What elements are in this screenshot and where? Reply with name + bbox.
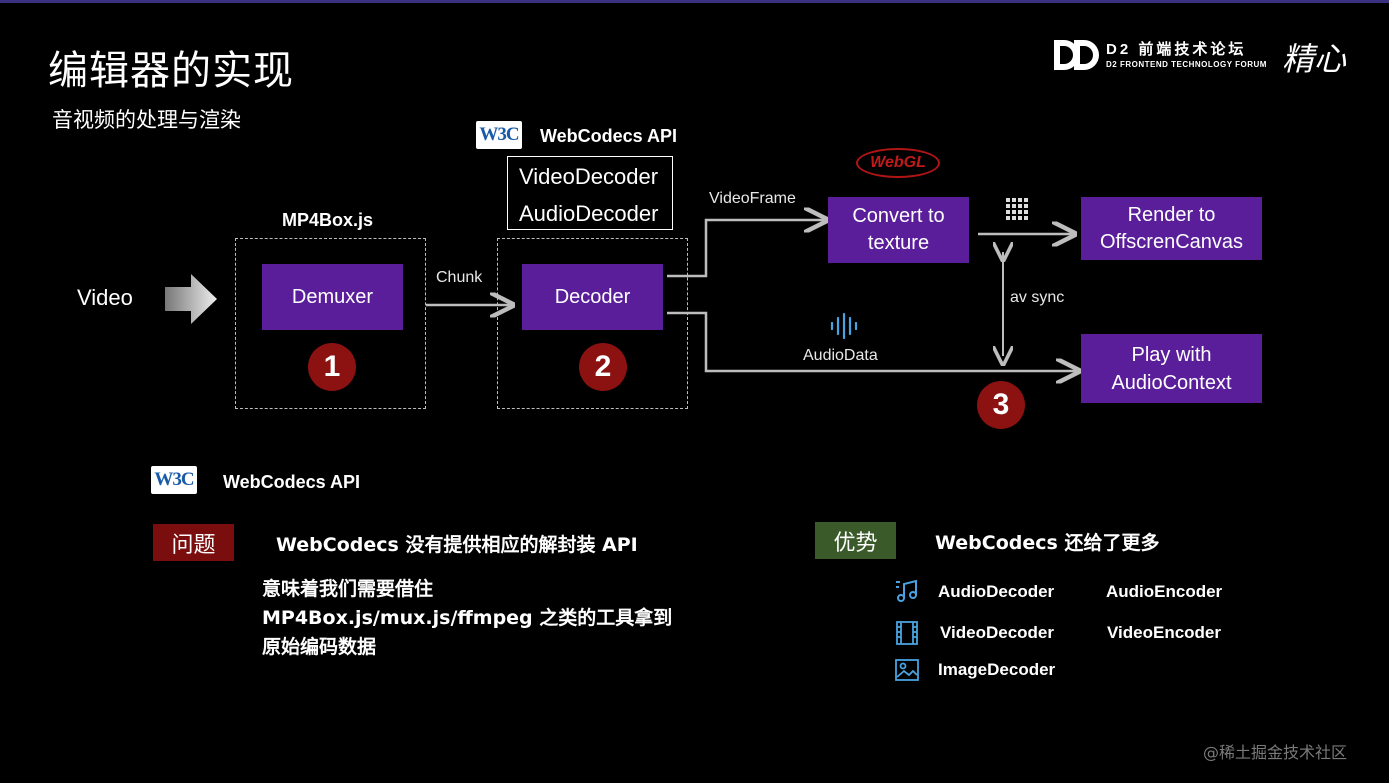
image-icon (895, 659, 919, 681)
step-2-badge: 2 (579, 343, 627, 391)
webcodecs-bottom-label: WebCodecs API (223, 472, 361, 492)
video-input-label: Video (77, 285, 133, 310)
d2-logo (1052, 38, 1100, 76)
pixel-grid-icon (1006, 198, 1028, 220)
convert-line-1: Convert to (852, 205, 945, 227)
problem-title: WebCodecs 没有提供相应的解封装 API (276, 534, 638, 556)
audio-decoder-label: AudioDecoder (519, 201, 659, 226)
videoframe-label: VideoFrame (709, 190, 796, 207)
feature-audio-decoder: AudioDecoder (938, 582, 1055, 601)
webgl-logo: WebGL (856, 148, 940, 178)
d2-logo-icon (1054, 40, 1099, 70)
feature-image-decoder: ImageDecoder (938, 660, 1056, 679)
brand-title: D2 前端技术论坛 (1106, 41, 1247, 58)
arrow-right-icon (165, 274, 217, 324)
step-1-badge: 1 (308, 343, 356, 391)
feature-audio-encoder: AudioEncoder (1106, 582, 1223, 601)
play-audiocontext-box: Play with AudioContext (1081, 334, 1262, 403)
chunk-label: Chunk (436, 269, 483, 286)
render-line-1: Render to (1127, 203, 1216, 226)
audiodata-arrow (667, 311, 1076, 371)
film-icon (896, 621, 918, 645)
advantage-tag: 优势 (815, 522, 896, 559)
mp4box-label: MP4Box.js (282, 210, 374, 230)
render-offscreen-box: Render to OffscrenCanvas (1081, 197, 1262, 260)
decoder-group (497, 238, 688, 409)
webcodecs-top-label: WebCodecs API (540, 126, 678, 146)
watermark: @稀土掘金技术社区 (1203, 743, 1348, 762)
play-line-2: AudioContext (1111, 371, 1232, 394)
convert-line-2: texture (867, 232, 930, 254)
w3c-logo-bottom: W3C (151, 466, 197, 494)
video-decoder-label: VideoDecoder (519, 164, 659, 189)
page-title: 编辑器的实现 (48, 48, 294, 94)
demuxer-box: Demuxer (262, 264, 403, 330)
problem-tag: 问题 (153, 524, 234, 561)
render-line-2: OffscrenCanvas (1099, 230, 1244, 253)
problem-line-3: 原始编码数据 (262, 636, 377, 658)
brand-subtitle: D2 FRONTEND TECHNOLOGY FORUM (1106, 60, 1267, 69)
mp4box-group (235, 238, 426, 409)
webgl-logo-text: WebGL (870, 154, 926, 171)
decoder-list-box (507, 156, 673, 230)
feature-video-decoder: VideoDecoder (940, 623, 1055, 642)
play-line-1: Play with (1131, 343, 1212, 366)
brand-calligraphy: 精心 (1282, 40, 1347, 78)
advantage-title: WebCodecs 还给了更多 (935, 532, 1160, 554)
step-3-badge: 3 (977, 381, 1025, 429)
top-accent-line (0, 0, 1389, 3)
audiodata-label: AudioData (803, 347, 878, 364)
problem-line-1: 意味着我们需要借住 (262, 578, 434, 600)
convert-texture-box: Convert to texture (828, 197, 969, 263)
w3c-logo: W3C (476, 121, 522, 149)
audio-wave-icon (830, 312, 858, 340)
decoder-box: Decoder (522, 264, 663, 330)
videoframe-arrow (667, 220, 824, 278)
page-subtitle: 音视频的处理与渲染 (52, 108, 241, 132)
problem-line-2: MP4Box.js/mux.js/ffmpeg 之类的工具拿到 (262, 607, 673, 629)
music-note-icon (896, 579, 917, 602)
av-sync-label: av sync (1010, 289, 1065, 306)
feature-video-encoder: VideoEncoder (1107, 623, 1221, 642)
